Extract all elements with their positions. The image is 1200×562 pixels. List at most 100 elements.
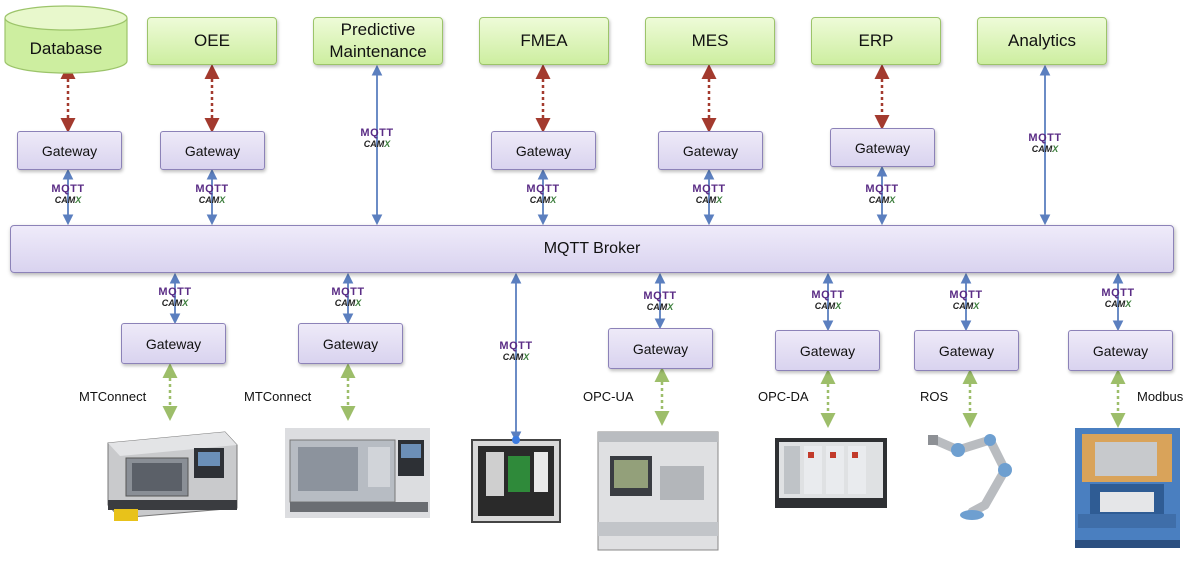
mqtt-logo-top: MQTT bbox=[526, 183, 560, 195]
camx-prefix: CAM bbox=[868, 195, 890, 205]
stamping-press-image bbox=[1075, 428, 1180, 548]
mqtt-logo-bottom: CAMX bbox=[355, 139, 399, 150]
camx-prefix: CAM bbox=[502, 352, 524, 362]
camx-suffix: X bbox=[716, 195, 723, 205]
camx-prefix: CAM bbox=[695, 195, 717, 205]
camx-prefix: CAM bbox=[814, 301, 836, 311]
plc-rack-image bbox=[775, 438, 887, 508]
cnc-lathe-2-image bbox=[285, 428, 430, 518]
mqtt-logo-bottom: CAMX bbox=[638, 302, 682, 313]
mqtt-logo-bottom: CAMX bbox=[494, 352, 538, 363]
gateway-bottom-mtconnect-2[interactable]: Gateway bbox=[298, 323, 403, 364]
bottom-mqtt-links bbox=[169, 272, 1124, 443]
app-predictive-maintenance[interactable]: Predictive Maintenance bbox=[313, 17, 443, 65]
camx-prefix: CAM bbox=[363, 139, 385, 149]
camx-prefix: CAM bbox=[529, 195, 551, 205]
gateway-top-database[interactable]: Gateway bbox=[17, 131, 122, 170]
predictive-line1: Predictive bbox=[340, 20, 416, 39]
predictive-line2: Maintenance bbox=[329, 42, 427, 61]
app-erp[interactable]: ERP bbox=[811, 17, 941, 65]
gateway-top-oee[interactable]: Gateway bbox=[160, 131, 265, 170]
mqtt-logo-bottom: CAMX bbox=[806, 301, 850, 312]
app-gateway-links bbox=[60, 64, 890, 133]
gateway-bottom-opcda[interactable]: Gateway bbox=[775, 330, 880, 371]
mqtt-logo-bottom: CAMX bbox=[521, 195, 565, 206]
camx-prefix: CAM bbox=[646, 302, 668, 312]
camx-suffix: X bbox=[550, 195, 557, 205]
mqtt-logo-top: MQTT bbox=[51, 183, 85, 195]
camx-prefix: CAM bbox=[54, 195, 76, 205]
camx-prefix: CAM bbox=[1104, 299, 1126, 309]
protocol-ros: ROS bbox=[920, 389, 949, 404]
app-fmea[interactable]: FMEA bbox=[479, 17, 609, 65]
mqtt-logo-top: MQTT bbox=[1028, 132, 1062, 144]
plc-controller-image bbox=[597, 431, 719, 551]
camx-suffix: X bbox=[973, 301, 980, 311]
camx-suffix: X bbox=[75, 195, 82, 205]
gateway-bottom-modbus[interactable]: Gateway bbox=[1068, 330, 1173, 371]
gateway-top-erp[interactable]: Gateway bbox=[830, 128, 935, 167]
mqtt-logo-bottom: CAMX bbox=[860, 195, 904, 206]
app-analytics[interactable]: Analytics bbox=[977, 17, 1107, 65]
app-mes[interactable]: MES bbox=[645, 17, 775, 65]
app-oee[interactable]: OEE bbox=[147, 17, 277, 65]
robot-arm-image bbox=[928, 434, 1012, 520]
mqtt-logo-bottom: CAMX bbox=[1096, 299, 1140, 310]
gateway-bottom-mtconnect-1[interactable]: Gateway bbox=[121, 323, 226, 364]
gateway-top-mes[interactable]: Gateway bbox=[658, 131, 763, 170]
camx-suffix: X bbox=[667, 302, 674, 312]
protocol-opcua: OPC-UA bbox=[583, 389, 634, 404]
mqtt-logo-bottom: CAMX bbox=[944, 301, 988, 312]
cnc-lathe-1-image bbox=[107, 431, 238, 521]
protocol-mtconnect-2: MTConnect bbox=[244, 389, 312, 404]
camx-suffix: X bbox=[523, 352, 530, 362]
camx-prefix: CAM bbox=[952, 301, 974, 311]
camx-suffix: X bbox=[1125, 299, 1132, 309]
camx-prefix: CAM bbox=[161, 298, 183, 308]
protocol-mtconnect-1: MTConnect bbox=[79, 389, 147, 404]
camx-suffix: X bbox=[889, 195, 896, 205]
camx-suffix: X bbox=[835, 301, 842, 311]
sensor-enclosure-image bbox=[471, 436, 561, 523]
mqtt-logo-bottom: CAMX bbox=[190, 195, 234, 206]
gateway-bottom-ros[interactable]: Gateway bbox=[914, 330, 1019, 371]
mqtt-broker[interactable]: MQTT Broker bbox=[10, 225, 1174, 273]
protocol-modbus: Modbus bbox=[1137, 389, 1184, 404]
mqtt-logo-top: MQTT bbox=[331, 286, 365, 298]
database-label: Database bbox=[29, 39, 103, 58]
mqtt-logo-bottom: CAMX bbox=[326, 298, 370, 309]
gateway-bottom-opcua[interactable]: Gateway bbox=[608, 328, 713, 369]
gateway-device-links bbox=[162, 363, 1126, 428]
mqtt-logo-top: MQTT bbox=[692, 183, 726, 195]
mqtt-logo-top: MQTT bbox=[949, 289, 983, 301]
camx-prefix: CAM bbox=[334, 298, 356, 308]
mqtt-logo-top: MQTT bbox=[195, 183, 229, 195]
mqtt-logo-bottom: CAMX bbox=[1023, 144, 1067, 155]
mqtt-logo-bottom: CAMX bbox=[46, 195, 90, 206]
mqtt-logo-top: MQTT bbox=[865, 183, 899, 195]
mqtt-logo-top: MQTT bbox=[158, 286, 192, 298]
camx-suffix: X bbox=[182, 298, 189, 308]
camx-prefix: CAM bbox=[1031, 144, 1053, 154]
gateway-top-fmea[interactable]: Gateway bbox=[491, 131, 596, 170]
mqtt-logo-top: MQTT bbox=[643, 290, 677, 302]
mqtt-logo-top: MQTT bbox=[1101, 287, 1135, 299]
top-mqtt-links bbox=[62, 64, 1051, 226]
mqtt-logo-top: MQTT bbox=[499, 340, 533, 352]
mqtt-logo-top: MQTT bbox=[360, 127, 394, 139]
